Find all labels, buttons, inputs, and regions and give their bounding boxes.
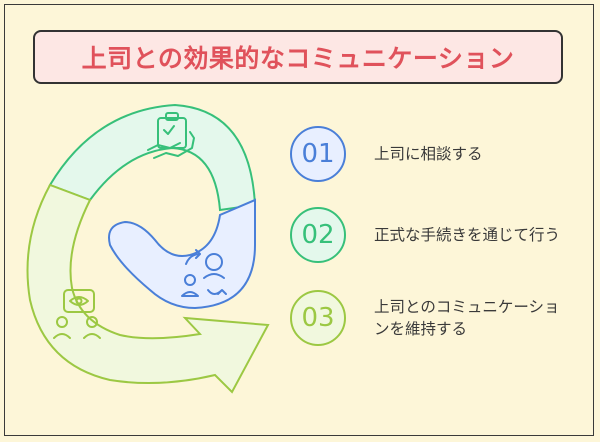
page-title: 上司との効果的なコミュニケーション	[81, 44, 515, 73]
step-number-03: 03	[290, 290, 346, 346]
step-label-03: 上司とのコミュニケーションを維持する	[374, 297, 560, 338]
step-number-02: 02	[290, 207, 346, 263]
title-box: 上司との効果的なコミュニケーション	[33, 30, 563, 84]
step-item-03: 03 上司とのコミュニケーションを維持する	[290, 290, 590, 352]
step-label-02: 正式な手続きを通じて行う	[374, 225, 561, 244]
eye-people-icon	[53, 289, 101, 339]
step-item-01: 01 上司に相談する	[290, 126, 590, 188]
blue-j-shape	[108, 198, 256, 310]
step-item-02: 02 正式な手続きを通じて行う	[290, 207, 590, 269]
people-exchange-icon	[181, 249, 227, 297]
light-green-arrow	[26, 183, 270, 394]
clipboard-hand-icon	[147, 112, 195, 159]
green-arc	[48, 103, 257, 212]
step-label-01: 上司に相談する	[374, 144, 483, 163]
step-number-01: 01	[290, 126, 346, 182]
